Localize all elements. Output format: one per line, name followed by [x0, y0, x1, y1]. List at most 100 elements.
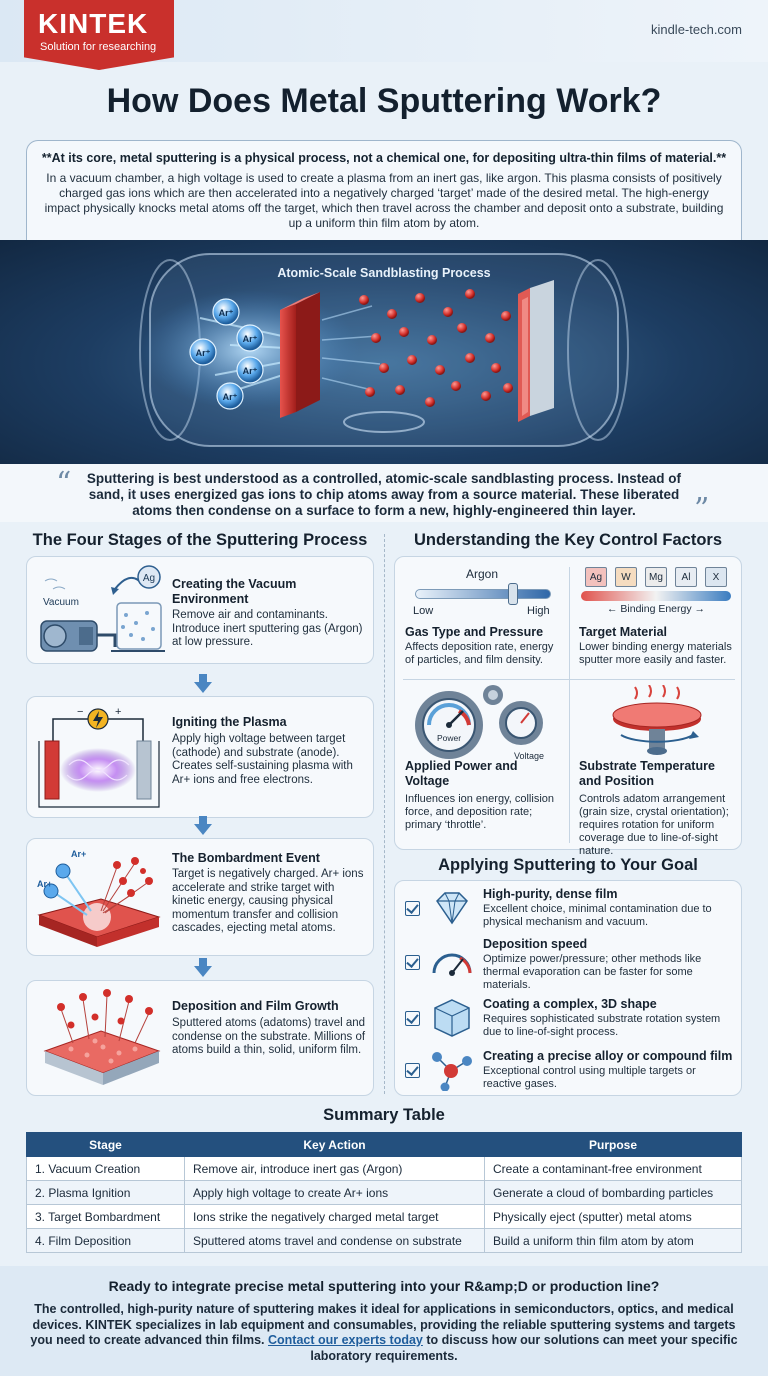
- element-tile: W: [615, 567, 637, 587]
- binding-energy-bar: [581, 591, 731, 601]
- factor-divider-horizontal: [403, 679, 735, 680]
- goal-item: High-purity, dense film Excellent choice…: [395, 887, 743, 937]
- goal-body: Requires sophisticated substrate rotatio…: [483, 1013, 721, 1038]
- svg-text:−: −: [77, 706, 83, 718]
- goal-body: Exceptional control using multiple targe…: [483, 1065, 696, 1090]
- table-row: 1. Vacuum Creation Remove air, introduce…: [26, 1156, 742, 1181]
- checkbox-icon: [405, 901, 420, 916]
- binding-energy-label: Binding Energy: [620, 603, 692, 615]
- table-cell: 3. Target Bombardment: [26, 1204, 185, 1229]
- arrow-down-icon: [194, 674, 212, 693]
- ion-label: Ar+: [71, 849, 86, 859]
- arrow-down-icon: [194, 816, 212, 835]
- summary-table: Stage Key Action Purpose 1. Vacuum Creat…: [26, 1132, 742, 1253]
- goal-item: Deposition speed Optimize power/pressure…: [395, 937, 743, 991]
- stage-title: Deposition and Film Growth: [172, 999, 339, 1013]
- table-row: 4. Film Deposition Sputtered atoms trave…: [26, 1228, 742, 1253]
- ion-label: Ar⁺: [243, 366, 258, 376]
- slider-high-label: High: [527, 605, 550, 617]
- goal-title: Creating a precise alloy or compound fil…: [483, 1049, 733, 1063]
- vacuum-label: Vacuum: [43, 597, 79, 608]
- ion-label: Ar⁺: [219, 308, 234, 318]
- element-tile: Al: [675, 567, 697, 587]
- kintek-logo[interactable]: KINTEK Solution for researching: [24, 0, 174, 70]
- vacuum-pump-icon: Ag Vacuum: [40, 565, 165, 652]
- hero-illustration: Ar⁺ Ar⁺ Ar⁺ Ar⁺ Ar⁺: [0, 240, 768, 464]
- checkbox-icon: [405, 1063, 420, 1078]
- stages-heading: The Four Stages of the Sputtering Proces…: [32, 531, 368, 549]
- factor-title: Substrate Temperature and Position: [579, 759, 715, 788]
- logo-tagline: Solution for researching: [40, 41, 157, 53]
- factor-body: Influences ion energy, collision force, …: [405, 793, 554, 831]
- table-cell: Build a uniform thin film atom by atom: [484, 1228, 742, 1253]
- speed-gauge-icon: [432, 953, 472, 976]
- slider-low-label: Low: [413, 605, 434, 617]
- goal-body: Optimize power/pressure; other methods l…: [483, 953, 702, 991]
- site-url[interactable]: kindle-tech.com: [650, 22, 742, 37]
- sputtering-chamber-graphic: Ar⁺ Ar⁺ Ar⁺ Ar⁺ Ar⁺: [139, 253, 629, 447]
- arrow-down-icon: [194, 958, 212, 977]
- argon-slider-thumb[interactable]: [507, 583, 518, 605]
- table-row: 2. Plasma Ignition Apply high voltage to…: [26, 1180, 742, 1205]
- column-header: Purpose: [484, 1132, 742, 1157]
- close-quote-icon: ”: [694, 492, 710, 527]
- binding-energy-axis: ← Binding Energy →: [581, 603, 731, 615]
- quote-text: Sputtering is best understood as a contr…: [86, 471, 682, 518]
- table-header-row: Stage Key Action Purpose: [26, 1132, 742, 1157]
- table-cell: Remove air, introduce inert gas (Argon): [184, 1156, 485, 1181]
- table-row: 3. Target Bombardment Ions strike the ne…: [26, 1204, 742, 1229]
- call-to-action: Ready to integrate precise metal sputter…: [0, 1266, 768, 1376]
- stage-body: Target is negatively charged. Ar+ ions a…: [172, 868, 364, 934]
- goals-heading: Applying Sputtering to Your Goal: [438, 856, 698, 874]
- open-quote-icon: “: [56, 466, 72, 501]
- sandblasting-quote: Sputtering is best understood as a contr…: [0, 464, 768, 522]
- cube-icon: [434, 999, 470, 1037]
- ion-label: Ar⁺: [223, 392, 238, 402]
- contact-experts-link[interactable]: Contact our experts today: [268, 1333, 423, 1347]
- factor-divider-vertical: [569, 567, 570, 843]
- argon-slider-track[interactable]: [415, 589, 551, 599]
- table-cell: Sputtered atoms travel and condense on s…: [184, 1228, 485, 1253]
- checkbox-icon: [405, 1011, 420, 1026]
- film-growth-icon: [43, 989, 161, 1085]
- factor-title: Applied Power and Voltage: [405, 759, 518, 788]
- cta-body: The controlled, high-purity nature of sp…: [26, 1302, 742, 1364]
- ion-label: Ar⁺: [196, 348, 211, 358]
- column-header: Key Action: [184, 1132, 485, 1157]
- gauge-voltage-label: Voltage: [514, 751, 544, 761]
- stage-card-plasma: − + Igniting the Plasma Apply high volta…: [26, 696, 374, 818]
- factor-body: Lower binding energy materials sputter m…: [579, 641, 732, 666]
- metal-target: [280, 292, 320, 418]
- cta-text-end: to discuss how our solutions can meet yo…: [310, 1333, 738, 1363]
- substrate-plate: [518, 280, 554, 422]
- stage-card-bombardment: Ar+ Ar+ The Bombardment Event Target is …: [26, 838, 374, 956]
- page-title: How Does Metal Sputtering Work?: [106, 82, 662, 120]
- arrow-right-icon: →: [694, 603, 706, 615]
- table-cell: Apply high voltage to create Ar+ ions: [184, 1180, 485, 1205]
- column-header: Stage: [26, 1132, 185, 1157]
- argon-ions: Ar⁺ Ar⁺ Ar⁺ Ar⁺ Ar⁺: [189, 298, 264, 410]
- stage-body: Sputtered atoms (adatoms) travel and con…: [172, 1017, 366, 1056]
- ion-label: Ar⁺: [243, 334, 258, 344]
- stage-body: Apply high voltage between target (catho…: [172, 733, 353, 786]
- goal-item: Creating a precise alloy or compound fil…: [395, 1049, 743, 1093]
- section-divider: [384, 534, 385, 1094]
- goal-title: Coating a complex, 3D shape: [483, 997, 657, 1011]
- cta-text: The controlled, high-purity nature of sp…: [30, 1302, 736, 1347]
- goal-body: Excellent choice, minimal contamination …: [483, 903, 712, 928]
- element-tile: Ag: [585, 567, 607, 587]
- goal-item: Coating a complex, 3D shape Requires sop…: [395, 997, 743, 1041]
- stage-card-vacuum: Ag Vacuum Creating the Vacuum Environmen…: [26, 556, 374, 664]
- control-factors-panel: Argon Low High Gas Type and Pressure Aff…: [394, 556, 742, 857]
- bombardment-icon: Ar+ Ar+: [37, 849, 161, 947]
- goal-title: High-purity, dense film: [483, 887, 618, 901]
- factor-body: Controls adatom arrangement (grain size,…: [579, 793, 729, 857]
- table-cell: Physically eject (sputter) metal atoms: [484, 1204, 742, 1229]
- factor-body: Affects deposition rate, energy of parti…: [405, 641, 554, 666]
- factors-heading: Understanding the Key Control Factors: [413, 531, 723, 549]
- hero-label: Atomic-Scale Sandblasting Process: [277, 266, 490, 280]
- factor-title: Gas Type and Pressure: [405, 625, 544, 639]
- checkbox-icon: [405, 955, 420, 970]
- summary-heading: Summary Table: [323, 1106, 445, 1124]
